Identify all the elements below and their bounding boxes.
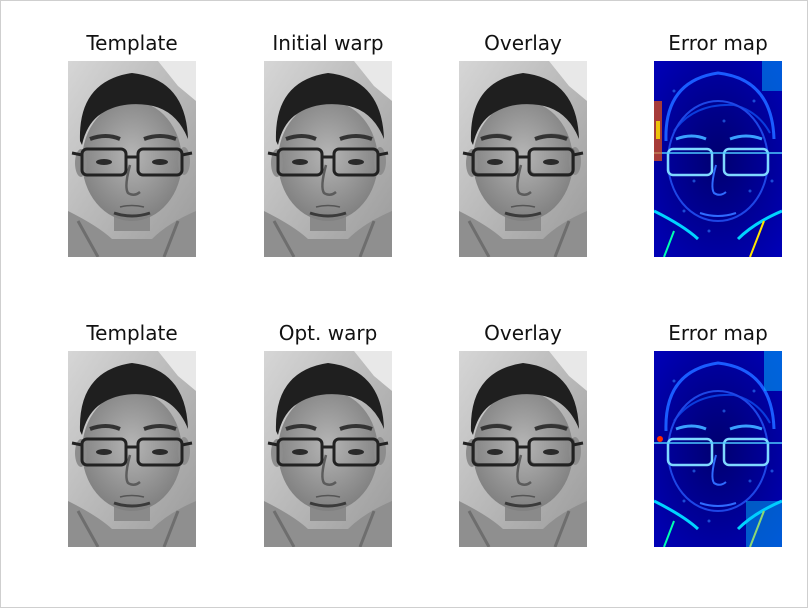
face-image-initial-warp xyxy=(264,61,392,257)
panel-title: Initial warp xyxy=(272,31,384,55)
panel-title: Error map xyxy=(668,31,768,55)
panel-title: Template xyxy=(86,31,178,55)
error-map-image xyxy=(654,61,782,257)
panel-opt-warp: Opt. warp xyxy=(264,321,392,547)
panel-error-map-row1: Error map xyxy=(654,31,782,257)
face-image-overlay xyxy=(459,351,587,547)
panel-title: Overlay xyxy=(484,31,562,55)
panel-overlay-row2: Overlay xyxy=(459,321,587,547)
panel-overlay-row1: Overlay xyxy=(459,31,587,257)
panel-title: Error map xyxy=(668,321,768,345)
panel-initial-warp: Initial warp xyxy=(264,31,392,257)
panel-template-row2: Template xyxy=(68,321,196,547)
face-image-opt-warp xyxy=(264,351,392,547)
face-image-template xyxy=(68,351,196,547)
panel-title: Opt. warp xyxy=(278,321,378,345)
panel-title: Overlay xyxy=(484,321,562,345)
panel-template-row1: Template xyxy=(68,31,196,257)
face-image-template xyxy=(68,61,196,257)
panel-error-map-row2: Error map xyxy=(654,321,782,547)
face-image-overlay xyxy=(459,61,587,257)
panel-title: Template xyxy=(86,321,178,345)
error-map-image xyxy=(654,351,782,547)
